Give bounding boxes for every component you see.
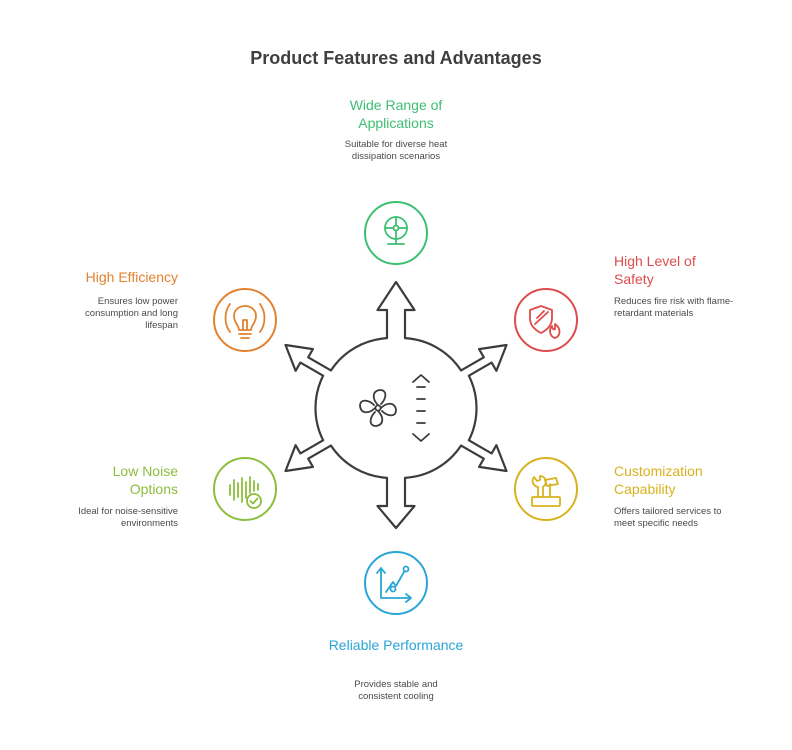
tools-icon xyxy=(531,475,561,507)
feature-desc-efficiency: Ensures low power consumption and long l… xyxy=(85,296,178,331)
feature-desc-performance: Provides stable and consistent cooling xyxy=(354,679,438,702)
soundwave-check-icon xyxy=(229,476,262,509)
center-fan-icon xyxy=(359,389,397,427)
feature-label-performance: Reliable Performance xyxy=(328,637,464,653)
feature-label-safety: High Level of Safety xyxy=(614,253,696,287)
shield-fire-icon xyxy=(529,305,561,339)
feature-circle-performance xyxy=(364,551,428,615)
feature-label-applications: Wide Range of Applications xyxy=(349,97,443,131)
airflow-scale-icon xyxy=(412,374,430,442)
page-title: Product Features and Advantages xyxy=(250,48,542,68)
feature-label-customization: Customization Capability xyxy=(614,463,703,497)
line-chart-icon xyxy=(376,565,412,603)
feature-desc-noise: Ideal for noise-sensitive environments xyxy=(78,506,178,529)
fan-icon xyxy=(384,216,408,245)
feature-label-noise: Low Noise Options xyxy=(112,463,178,497)
feature-circle-noise xyxy=(213,457,277,521)
feature-circle-customization xyxy=(514,457,578,521)
hub-arrows-shape xyxy=(284,280,508,530)
feature-desc-customization: Offers tailored services to meet specifi… xyxy=(614,506,722,529)
lightbulb-icon xyxy=(224,303,266,339)
feature-circle-safety xyxy=(514,288,578,352)
feature-desc-safety: Reduces fire risk with flame-retardant m… xyxy=(614,296,734,319)
feature-desc-applications: Suitable for diverse heat dissipation sc… xyxy=(344,139,448,162)
feature-label-efficiency: High Efficiency xyxy=(85,269,178,285)
